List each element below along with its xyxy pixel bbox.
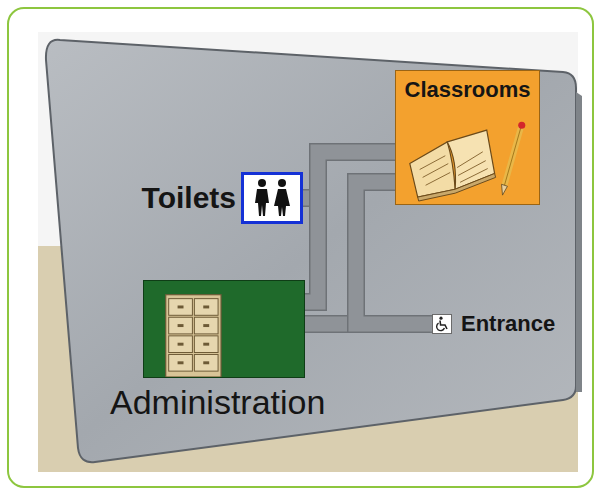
toilet-icon xyxy=(244,175,300,221)
sign-panel xyxy=(46,40,576,462)
wheelchair-icon xyxy=(433,315,451,333)
box-heading: Classrooms xyxy=(405,77,531,103)
box-heading: Administration xyxy=(110,383,325,422)
entrance-sign: Entrance xyxy=(432,314,452,334)
administration-box: Administration xyxy=(143,280,305,378)
sign-label: Entrance xyxy=(461,311,555,337)
panel-edge xyxy=(576,92,582,392)
toilets-sign: Toilets xyxy=(241,172,303,224)
frame xyxy=(8,8,593,487)
sky xyxy=(38,32,578,472)
classrooms-box: Classrooms xyxy=(395,70,540,205)
filing-cabinet-picture xyxy=(144,281,304,377)
sign-label: Toilets xyxy=(142,181,236,215)
